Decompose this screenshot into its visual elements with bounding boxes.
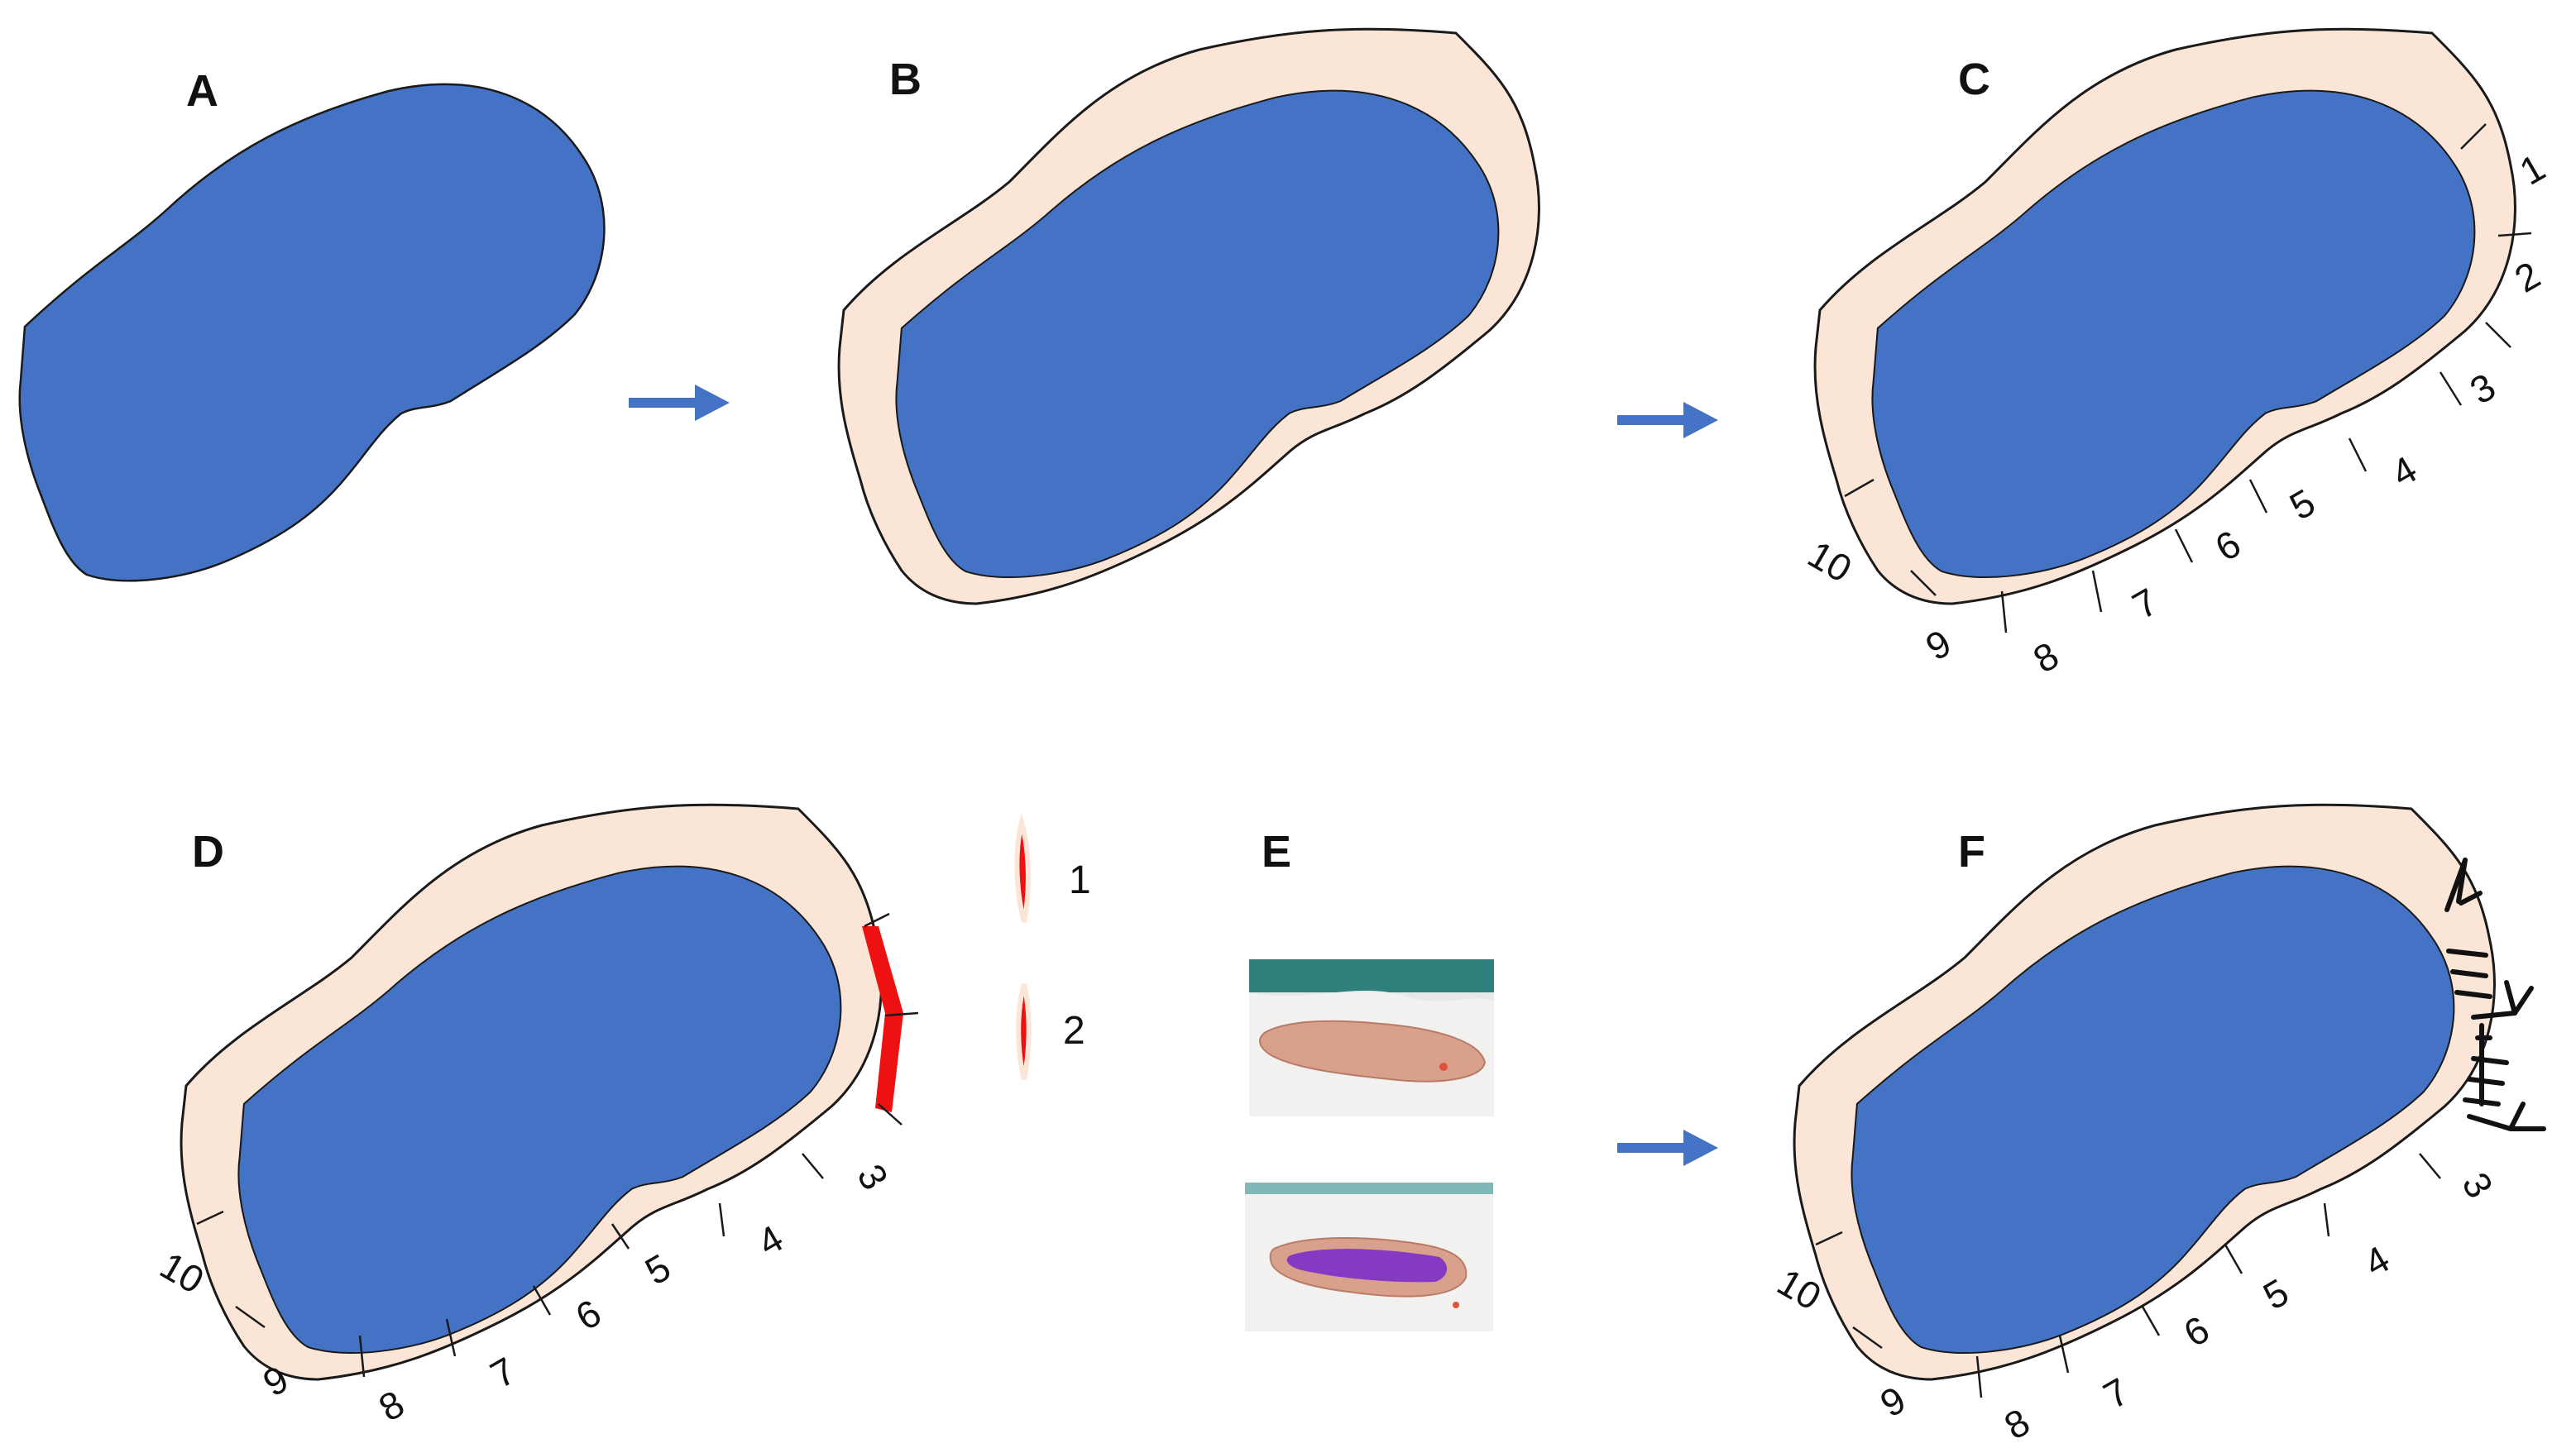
tumor-region [1871, 89, 2476, 579]
resected-strip-icon [1016, 983, 1032, 1080]
tumor-region [18, 83, 606, 582]
panel-e: E [1245, 827, 1494, 1331]
panel-label-d: D [192, 827, 224, 877]
panel-label-f: F [1958, 827, 1985, 877]
segment-label: 9 [1918, 621, 1958, 669]
segment-label: 8 [371, 1382, 411, 1430]
segment-label: 7 [2096, 1369, 2136, 1417]
segment-label: 4 [750, 1216, 790, 1264]
tumor-region [1851, 865, 2455, 1355]
segment-label: 6 [568, 1291, 608, 1339]
segment-label: 3 [2463, 365, 2502, 413]
segment-ticks [196, 912, 919, 1378]
segment-label: 10 [1801, 533, 1859, 591]
panel-a: A [18, 66, 606, 582]
segment-label: 8 [1997, 1400, 2037, 1448]
segment-label: 1 [2512, 146, 2552, 194]
segment-label: 8 [2026, 633, 2066, 681]
segment-label: 4 [2384, 447, 2424, 495]
segment-label: 6 [2208, 522, 2248, 570]
specimen-photo [1249, 959, 1494, 1116]
tissue-specimen [1259, 1020, 1487, 1083]
segment-label: 9 [1873, 1378, 1913, 1426]
panel-label-b: B [889, 55, 922, 104]
segment-label: 6 [2176, 1307, 2216, 1355]
stained-specimen-photo [1245, 1183, 1493, 1331]
resected-margin-strip [862, 926, 903, 1112]
segment-label: 7 [2125, 580, 2165, 628]
arrow-right-icon [1617, 402, 1718, 438]
panel-f: F [1770, 803, 2546, 1448]
legend-item: 2 [1016, 983, 1085, 1080]
segment-label: 3 [849, 1157, 897, 1197]
segment-label: 2 [2507, 253, 2547, 301]
suture-marks [2444, 858, 2546, 1131]
panel-b: B [837, 27, 1540, 605]
arrow-right-icon [629, 385, 730, 421]
legend-label: 2 [1063, 1009, 1085, 1053]
segment-ticks [1815, 1153, 2441, 1398]
panel-d: D 3 4 5 6 7 8 9 10 [153, 803, 919, 1430]
segment-label: 5 [638, 1245, 678, 1293]
segment-label: 5 [2282, 480, 2322, 528]
ink-stain [1286, 1249, 1448, 1283]
segment-label: 4 [2357, 1237, 2396, 1285]
legend-item: 1 [1014, 813, 1091, 923]
legend: 1 2 [1014, 813, 1091, 1080]
segment-label: 7 [483, 1349, 523, 1397]
segment-label: 5 [2256, 1270, 2296, 1318]
panel-label-a: A [186, 66, 218, 116]
arrow-right-icon [1617, 1130, 1718, 1166]
panel-c: C 1 2 3 4 5 6 7 8 9 10 [1801, 27, 2552, 681]
panel-label-e: E [1262, 827, 1291, 877]
segment-ticks [1844, 123, 2532, 633]
panel-label-c: C [1958, 55, 1990, 104]
legend-label: 1 [1069, 858, 1091, 902]
tumor-region [237, 865, 842, 1355]
resected-strip-icon [1014, 813, 1031, 923]
segment-label: 3 [2454, 1165, 2502, 1205]
tumor-region [895, 89, 1500, 579]
